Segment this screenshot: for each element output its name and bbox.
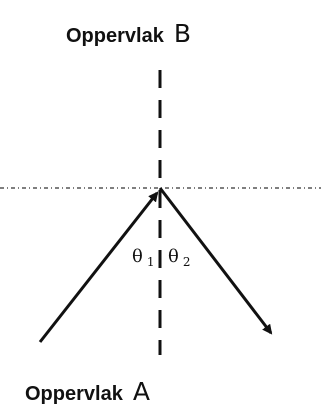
bottom-surface-letter: A	[133, 377, 150, 406]
bottom-surface-label: Oppervlak A	[25, 377, 150, 406]
angle-theta-1-label: θ 1	[132, 246, 154, 269]
angle-1-subscript: 1	[147, 255, 155, 269]
top-surface-letter: B	[174, 19, 191, 48]
angle-1-symbol: θ	[132, 246, 143, 267]
angle-2-symbol: θ	[168, 246, 179, 267]
top-surface-word: Oppervlak	[66, 25, 165, 47]
angle-theta-2-label: θ 2	[168, 246, 190, 269]
reflected-ray-arrow	[158, 187, 273, 335]
incident-ray-arrow	[38, 191, 159, 343]
bottom-surface-word: Oppervlak	[25, 383, 124, 405]
angle-2-subscript: 2	[183, 255, 191, 269]
top-surface-label: Oppervlak B	[66, 19, 191, 48]
